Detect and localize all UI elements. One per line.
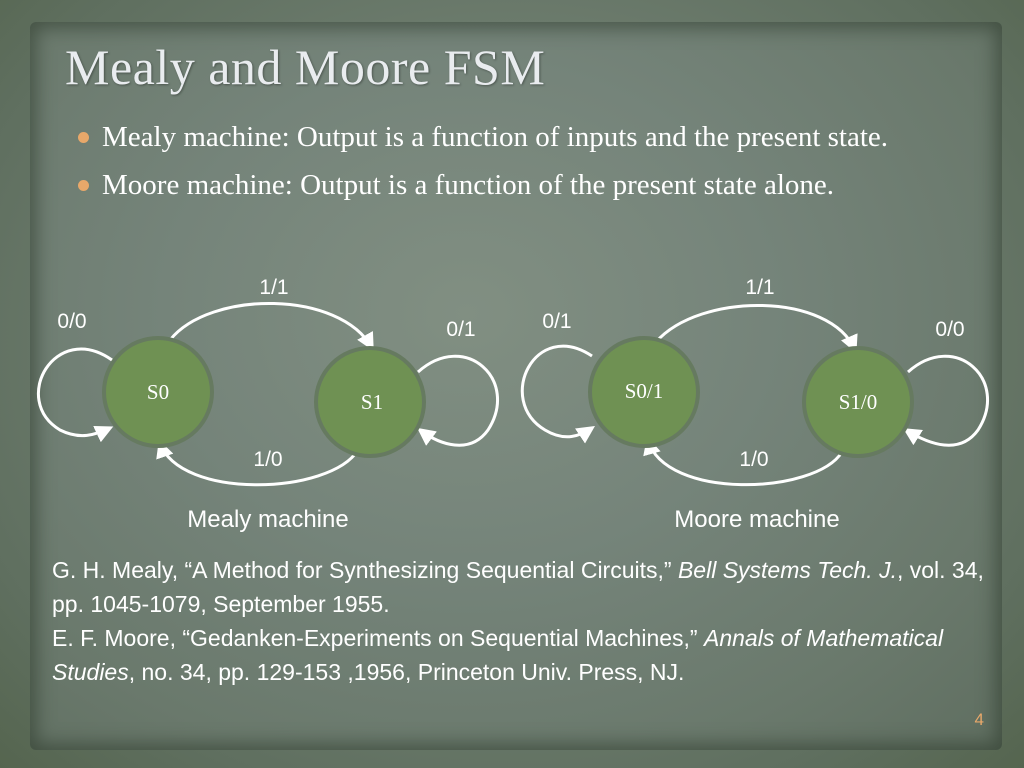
moore-s0-self-loop xyxy=(520,344,595,444)
moore-s1-to-s0-label: 1/0 xyxy=(739,448,768,471)
references: G. H. Mealy, “A Method for Synthesizing … xyxy=(52,553,1012,689)
bullet-item-mealy: Mealy machine: Output is a function of i… xyxy=(78,116,958,159)
mealy-state-s0-label: S0 xyxy=(147,380,169,404)
reference-moore-prefix: E. F. Moore, “Gedanken-Experiments on Se… xyxy=(52,625,698,651)
moore-diagram: S0/1 S1/0 0/1 1/1 0/0 1/0 Moore machine xyxy=(520,276,990,533)
slide-title: Mealy and Moore FSM xyxy=(65,39,546,95)
mealy-state-s1-label: S1 xyxy=(361,390,383,414)
page-number: 4 xyxy=(974,710,984,729)
mealy-state-s0 xyxy=(102,336,214,448)
moore-state-s1 xyxy=(802,346,914,458)
bullet-list: Mealy machine: Output is a function of i… xyxy=(78,116,958,207)
reference-mealy-journal: Bell Systems Tech. J. xyxy=(677,557,897,583)
bullet-text-mealy: Mealy machine: Output is a function of i… xyxy=(102,121,889,153)
reference-moore-journal: Annals of Mathematical Studies xyxy=(52,625,944,685)
reference-mealy: G. H. Mealy, “A Method for Synthesizing … xyxy=(52,553,1012,621)
mealy-s1-to-s0-arrow xyxy=(156,439,360,487)
moore-state-s1-label: S1/0 xyxy=(839,390,878,414)
reference-moore-suffix: , no. 34, pp. 129-153 ,1956, Princeton U… xyxy=(128,659,685,685)
bullet-item-moore: Moore machine: Output is a function of t… xyxy=(78,164,958,207)
bullet-dot-icon xyxy=(78,132,89,143)
mealy-s1-self-loop xyxy=(417,354,500,447)
mealy-state-s1 xyxy=(314,346,426,458)
mealy-s1-self-label: 0/1 xyxy=(446,318,475,341)
mealy-s0-to-s1-label: 1/1 xyxy=(259,276,288,299)
moore-caption: Moore machine xyxy=(674,506,839,533)
moore-s0-self-label: 0/1 xyxy=(542,310,571,333)
reference-moore: E. F. Moore, “Gedanken-Experiments on Se… xyxy=(52,621,1012,689)
bullet-text-moore: Moore machine: Output is a function of t… xyxy=(102,169,835,201)
moore-s0-to-s1-arrow xyxy=(654,303,858,354)
moore-s1-to-s0-arrow xyxy=(643,436,844,487)
reference-mealy-suffix: , vol. 34, pp. 1045-1079, September 1955… xyxy=(52,557,984,617)
moore-s0-to-s1-label: 1/1 xyxy=(745,276,774,299)
mealy-s1-to-s0-label: 1/0 xyxy=(253,448,282,471)
reference-mealy-prefix: G. H. Mealy, “A Method for Synthesizing … xyxy=(52,557,672,583)
mealy-diagram: S0 S1 0/0 1/1 0/1 1/0 Mealy machine xyxy=(37,276,500,533)
moore-s1-self-label: 0/0 xyxy=(935,318,964,341)
moore-state-s0 xyxy=(588,336,700,448)
mealy-s0-self-loop xyxy=(37,347,114,443)
mealy-caption: Mealy machine xyxy=(187,506,348,533)
moore-s1-self-loop xyxy=(902,354,990,447)
mealy-s0-to-s1-arrow xyxy=(168,301,374,352)
moore-state-s0-label: S0/1 xyxy=(625,379,664,403)
mealy-s0-self-label: 0/0 xyxy=(57,310,86,333)
bullet-dot-icon xyxy=(78,180,89,191)
